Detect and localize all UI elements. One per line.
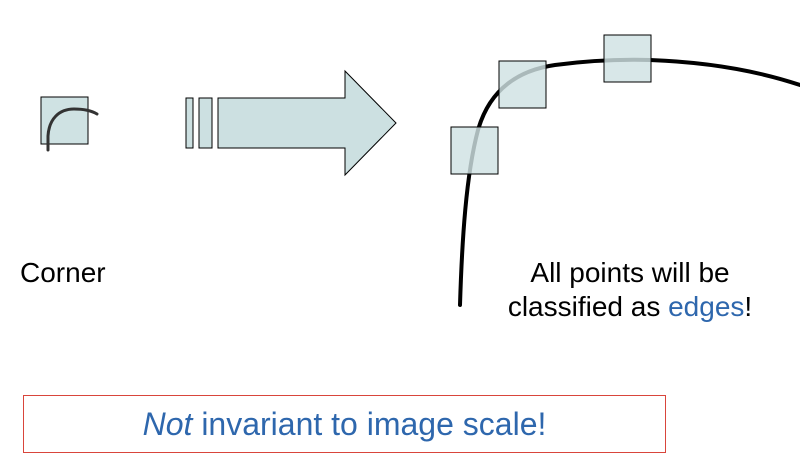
block-arrow-right-icon	[185, 69, 397, 177]
caption-line-1: All points will be	[530, 257, 730, 288]
corner-label: Corner	[20, 257, 106, 288]
caption-line-2-prefix: classified as	[507, 291, 669, 322]
arrow-bar-1	[185, 97, 194, 149]
edge-window-middle	[498, 60, 547, 109]
scale-warning-banner: Not invariant to image scale!	[23, 395, 666, 453]
arrow-bar-2	[198, 97, 213, 149]
arrow-body	[217, 69, 397, 177]
small-corner-window	[40, 96, 99, 152]
large-curve-group	[450, 34, 800, 307]
edge-window-bottom	[450, 126, 499, 175]
large-edge-curve	[458, 57, 800, 307]
banner-text: invariant to image scale!	[192, 406, 547, 442]
caption-line-2-suffix: !	[744, 291, 753, 322]
edges-caption: All points will be classified as edges!	[470, 256, 790, 324]
small-corner-curve	[46, 107, 99, 152]
banner-emphasis: Not	[142, 406, 193, 442]
edge-window-top	[603, 34, 652, 83]
caption-edges-word: edges	[668, 291, 745, 322]
